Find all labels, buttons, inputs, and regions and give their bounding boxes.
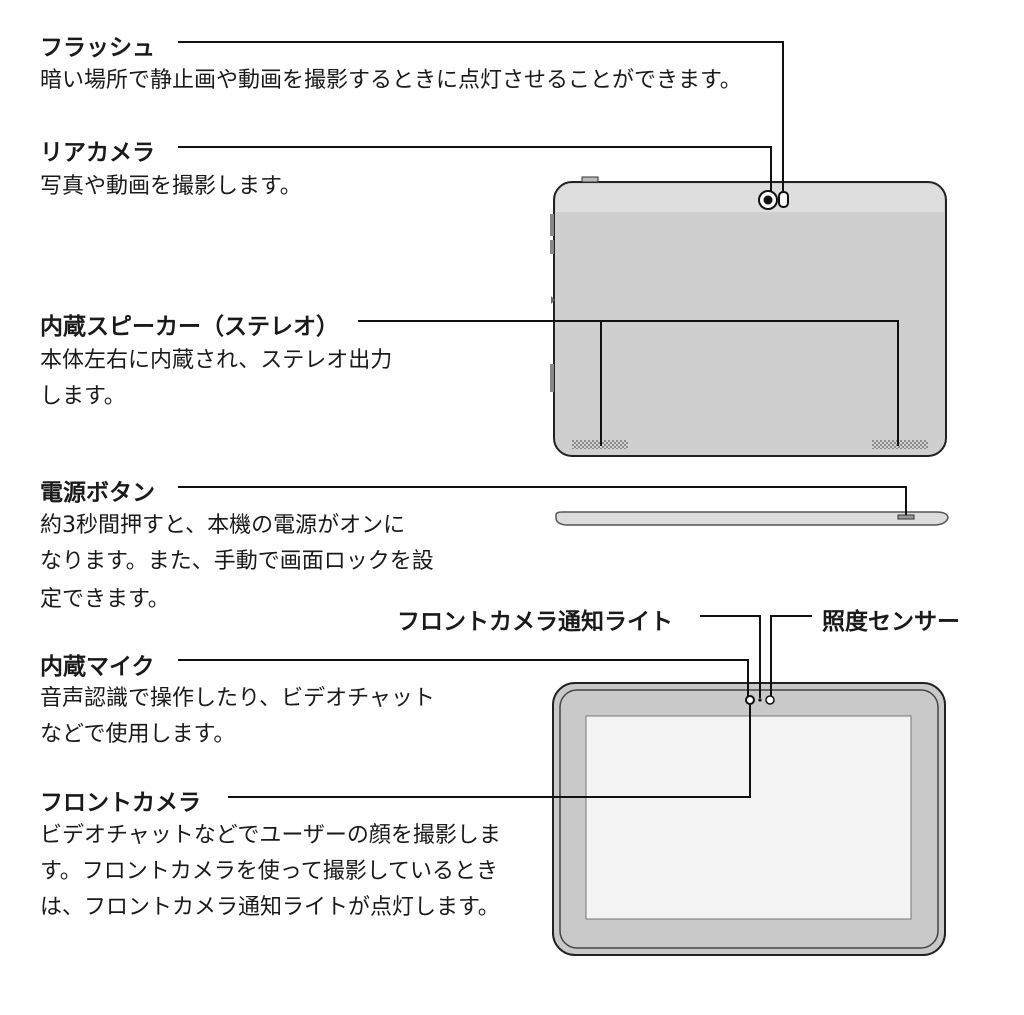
mic-leader <box>178 659 749 696</box>
rear-camera-lens-icon <box>763 195 773 205</box>
flash-title: フラッシュ <box>40 35 155 61</box>
top-edge-tab <box>581 176 599 183</box>
side-notch <box>551 296 555 304</box>
front-light-icon <box>758 698 762 702</box>
side-port <box>550 364 554 392</box>
light-sensor-title: 照度センサー <box>822 609 960 635</box>
speaker-leader-right <box>358 320 899 446</box>
light-sensor-leader <box>770 615 812 696</box>
tablet-front-view <box>552 682 946 956</box>
mic-desc-2: などで使用します。 <box>40 722 236 747</box>
front-light-leader <box>700 615 761 698</box>
front-camera-desc-3: は、フロントカメラ通知ライトが点灯します。 <box>40 895 500 920</box>
tablet-screen <box>585 715 912 920</box>
speaker-grille-right <box>872 440 928 449</box>
tablet-side-body <box>555 511 949 526</box>
flash-leader <box>178 41 784 192</box>
front-camera-desc-2: す。フロントカメラを使って撮影しているとき <box>40 859 499 884</box>
speaker-title: 内蔵スピーカー（ステレオ） <box>40 314 339 340</box>
tablet-rear-top-band-lower <box>556 198 944 212</box>
leader-lines <box>178 41 907 798</box>
flash-desc-1: 暗い場所で静止画や動画を撮影するときに点灯させることができます。 <box>40 68 742 93</box>
power-button-title: 電源ボタン <box>40 480 155 506</box>
front-camera-leader <box>228 704 751 798</box>
front-light-title: フロントカメラ通知ライト <box>397 609 673 635</box>
tablet-rear-body <box>553 181 947 457</box>
rear-camera-title: リアカメラ <box>40 140 155 166</box>
flash-icon <box>778 191 789 208</box>
mic-desc-1: 音声認識で操作したり、ビデオチャット <box>40 686 435 711</box>
power-button-icon <box>897 514 915 520</box>
mic-title: 内蔵マイク <box>40 654 155 680</box>
tablet-side-view <box>555 511 949 526</box>
rear-camera-leader <box>178 146 772 191</box>
power-button-desc-2: なります。また、手動で画面ロックを設 <box>40 549 434 574</box>
front-camera-icon <box>745 695 755 705</box>
front-camera-title: フロントカメラ <box>40 790 201 816</box>
speaker-desc-2: します。 <box>40 384 126 409</box>
power-button-desc-3: 定できます。 <box>40 587 170 612</box>
tablet-rear-view <box>550 176 947 457</box>
power-button-desc-1: 約3秒間押すと、本機の電源がオンに <box>40 513 406 538</box>
rear-camera-desc-1: 写真や動画を撮影します。 <box>40 174 302 199</box>
front-camera-desc-1: ビデオチャットなどでユーザーの顔を撮影しま <box>40 823 501 848</box>
side-button-1 <box>550 214 554 236</box>
side-button-2 <box>550 240 554 254</box>
power-button-leader <box>178 486 907 515</box>
light-sensor-icon <box>765 695 775 705</box>
speaker-desc-1: 本体左右に内蔵され、ステレオ出力 <box>40 348 393 373</box>
